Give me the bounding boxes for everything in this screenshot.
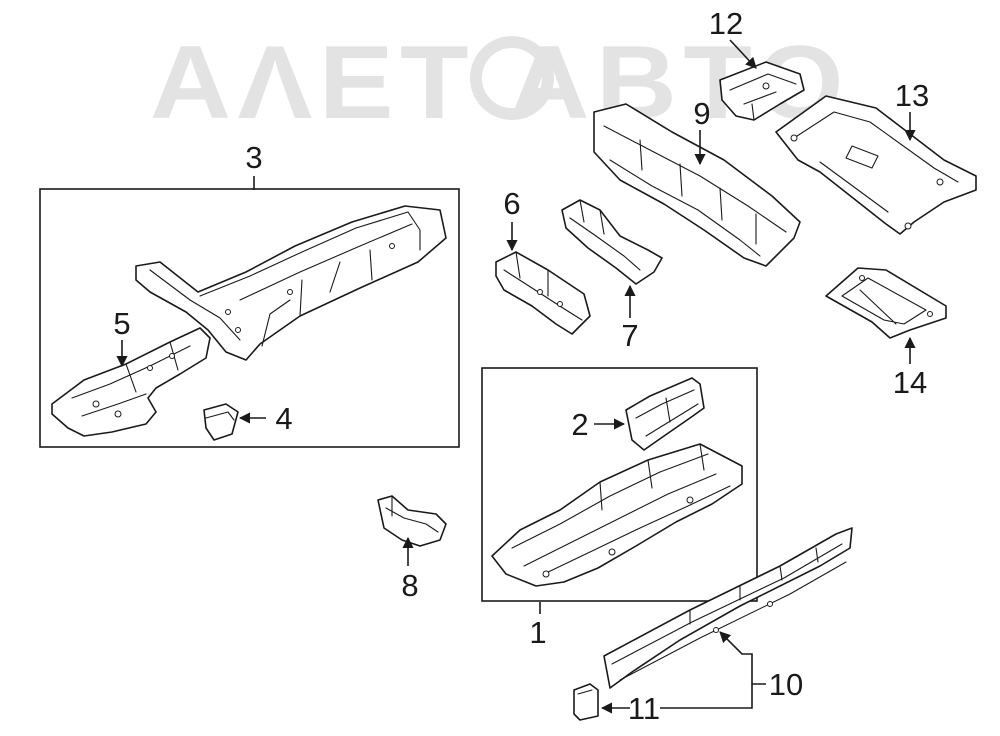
callout-10: 10 bbox=[769, 667, 803, 702]
part-4-small-bracket[interactable] bbox=[203, 403, 239, 441]
part-2-floor-bracket[interactable] bbox=[625, 377, 705, 451]
part-13-rear-floor-panel[interactable] bbox=[775, 95, 977, 235]
part-12-bracket[interactable] bbox=[719, 61, 805, 121]
part-7-crossmember[interactable] bbox=[561, 199, 663, 285]
callout-11: 11 bbox=[628, 691, 660, 726]
part-11-end-cap[interactable] bbox=[573, 683, 599, 721]
callout-6: 6 bbox=[503, 186, 520, 221]
callout-7: 7 bbox=[621, 318, 638, 353]
callout-14: 14 bbox=[893, 365, 927, 400]
group-frame-1 bbox=[481, 367, 758, 602]
callout-4: 4 bbox=[275, 401, 292, 436]
part-14-bracket[interactable] bbox=[825, 267, 947, 339]
callout-1: 1 bbox=[529, 615, 546, 650]
callout-5: 5 bbox=[113, 306, 130, 341]
callout-9: 9 bbox=[693, 96, 710, 131]
callout-8: 8 bbox=[401, 568, 418, 603]
callout-13: 13 bbox=[895, 78, 929, 113]
callout-numbers: 3 5 4 6 7 8 9 2 1 13 12 14 10 11 bbox=[113, 6, 929, 726]
callout-2: 2 bbox=[571, 407, 588, 442]
part-10-side-sill[interactable] bbox=[603, 527, 853, 689]
part-5-bracket[interactable] bbox=[51, 327, 211, 437]
part-9-rear-crossmember[interactable] bbox=[593, 103, 801, 267]
part-1-front-floor-pan[interactable] bbox=[491, 443, 743, 587]
callout-3: 3 bbox=[245, 140, 262, 175]
leader-lines bbox=[116, 39, 916, 714]
part-3-rear-side-member[interactable] bbox=[135, 205, 447, 361]
callout-12: 12 bbox=[709, 6, 743, 41]
part-8-bracket[interactable] bbox=[377, 495, 447, 547]
watermark-gear-icon bbox=[470, 36, 554, 120]
part-6-crossmember[interactable] bbox=[495, 251, 591, 335]
group-frame-3 bbox=[39, 188, 460, 448]
